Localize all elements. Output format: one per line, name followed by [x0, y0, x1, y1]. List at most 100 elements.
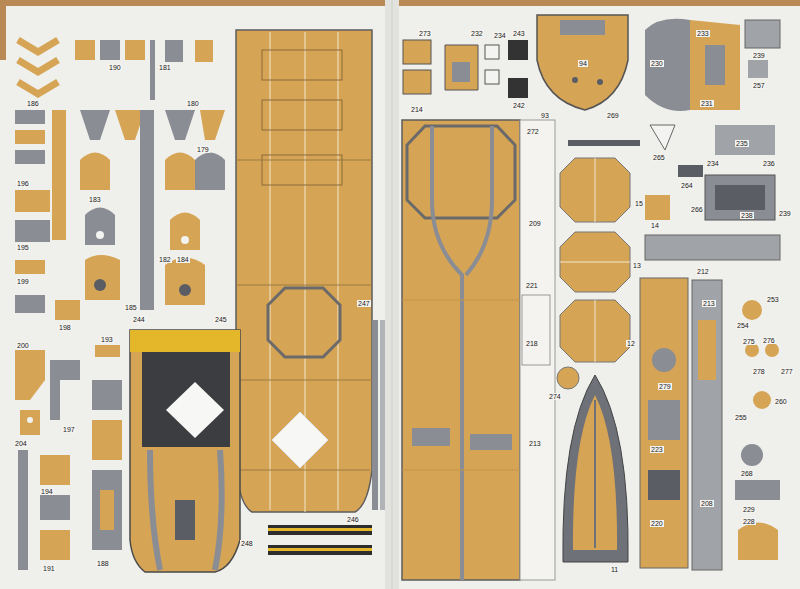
callout-number: 244: [132, 316, 146, 323]
callout-number: 260: [774, 398, 788, 405]
left-deck-part-shape: [236, 380, 372, 381]
right-deck-part-shape: [412, 428, 450, 446]
left-small-parts-shape: [100, 40, 120, 60]
callout-number: 15: [634, 200, 644, 207]
octagon-parts-shape: [595, 158, 596, 222]
callout-number: 272: [526, 128, 540, 135]
callout-number: 184: [176, 256, 190, 263]
right-cluster-parts-shape: [715, 125, 775, 155]
right-cluster-parts-shape: [645, 195, 670, 220]
callout-number: 214: [410, 106, 424, 113]
left-deck-part-shape: [270, 32, 271, 510]
callout-number: 277: [780, 368, 794, 375]
callout-number: 196: [16, 180, 30, 187]
left-deck-part-shape: [236, 160, 372, 161]
callout-number: 264: [680, 182, 694, 189]
callout-number: 220: [650, 520, 664, 527]
callout-number: 199: [16, 278, 30, 285]
right-column-parts-shape: [742, 300, 762, 320]
left-small-parts-shape: [179, 284, 191, 296]
callout-number: 14: [650, 222, 660, 229]
callout-number: 13: [632, 262, 642, 269]
callout-number: 229: [742, 506, 756, 513]
left-small-parts-shape: [195, 153, 225, 191]
left-deck-part-shape: [262, 100, 342, 130]
hull-part-shape: [573, 395, 617, 550]
callout-number: 245: [214, 316, 228, 323]
callout-number: 179: [196, 146, 210, 153]
left-small-parts-shape: [80, 110, 110, 140]
callout-number: 246: [346, 516, 360, 523]
right-deck-part: [402, 120, 555, 580]
left-deck-part-shape: [262, 155, 342, 185]
callout-number: 190: [108, 64, 122, 71]
left-small-parts-shape: [55, 300, 80, 320]
callout-number: 255: [734, 414, 748, 421]
callout-number: 273: [418, 30, 432, 37]
right-top-parts-shape: [485, 70, 499, 84]
callout-number: 93: [540, 112, 550, 119]
callout-number: 257: [752, 82, 766, 89]
right-cluster-parts-shape: [678, 165, 703, 177]
callout-number: 279: [658, 383, 672, 390]
callout-number: 181: [158, 64, 172, 71]
callout-number: 183: [88, 196, 102, 203]
left-small-parts-shape: [100, 490, 114, 530]
callout-number: 94: [578, 60, 588, 67]
callout-number: 212: [696, 268, 710, 275]
callout-number: 12: [626, 340, 636, 347]
right-deck-part-shape: [402, 470, 520, 471]
right-cluster-parts-shape: [705, 45, 725, 85]
left-small-parts-shape: [15, 150, 45, 164]
left-small-parts-shape: [181, 236, 189, 244]
left-deck-part-shape: [236, 30, 372, 512]
right-column-parts-shape: [741, 444, 763, 466]
right-top-parts-shape: [508, 40, 528, 60]
left-small-parts-shape: [150, 40, 155, 100]
callout-number: 254: [736, 322, 750, 329]
callout-number: 235: [735, 140, 749, 147]
callout-number: 239: [752, 52, 766, 59]
left-small-parts-shape: [125, 40, 145, 60]
right-column-parts-shape: [738, 523, 778, 561]
callout-number: 265: [652, 154, 666, 161]
callout-number: 223: [650, 446, 664, 453]
right-column-parts-shape: [765, 343, 779, 357]
callout-number: 213: [702, 300, 716, 307]
left-small-parts-shape: [85, 255, 120, 300]
octagon-parts-shape: [560, 262, 630, 263]
left-bow-part-shape: [150, 450, 160, 570]
octagon-parts-shape: [557, 367, 579, 389]
left-small-parts-shape: [15, 110, 45, 124]
left-small-parts-shape: [92, 470, 122, 550]
stripe-parts-shape: [380, 320, 385, 510]
left-small-parts-shape: [15, 220, 50, 242]
callout-number: 231: [700, 100, 714, 107]
callout-number: 11: [610, 566, 619, 573]
callout-number: 230: [650, 60, 664, 67]
left-small-parts-shape: [18, 450, 28, 570]
hull-part-shape: [563, 375, 628, 562]
left-small-parts-shape: [40, 495, 70, 520]
right-top-parts-shape: [445, 45, 478, 90]
right-deck-part-shape: [522, 295, 550, 365]
right-top-parts: [403, 40, 528, 98]
callout-number: 239: [778, 210, 792, 217]
paper-shape: [0, 0, 6, 60]
right-top-parts-shape: [452, 62, 470, 82]
callout-number: 186: [26, 100, 40, 107]
callout-number: 180: [186, 100, 200, 107]
callout-number: 278: [752, 368, 766, 375]
right-bow-part-shape: [537, 15, 628, 110]
left-small-parts-shape: [20, 410, 40, 435]
left-small-parts-shape: [50, 360, 80, 420]
callout-number: 213: [528, 440, 542, 447]
left-deck-part-shape: [236, 285, 372, 286]
left-small-parts-shape: [140, 110, 154, 310]
callout-number: 248: [240, 540, 254, 547]
right-column-parts-shape: [753, 391, 771, 409]
paper-shape: [385, 0, 399, 589]
right-cluster-parts-shape: [745, 20, 780, 48]
